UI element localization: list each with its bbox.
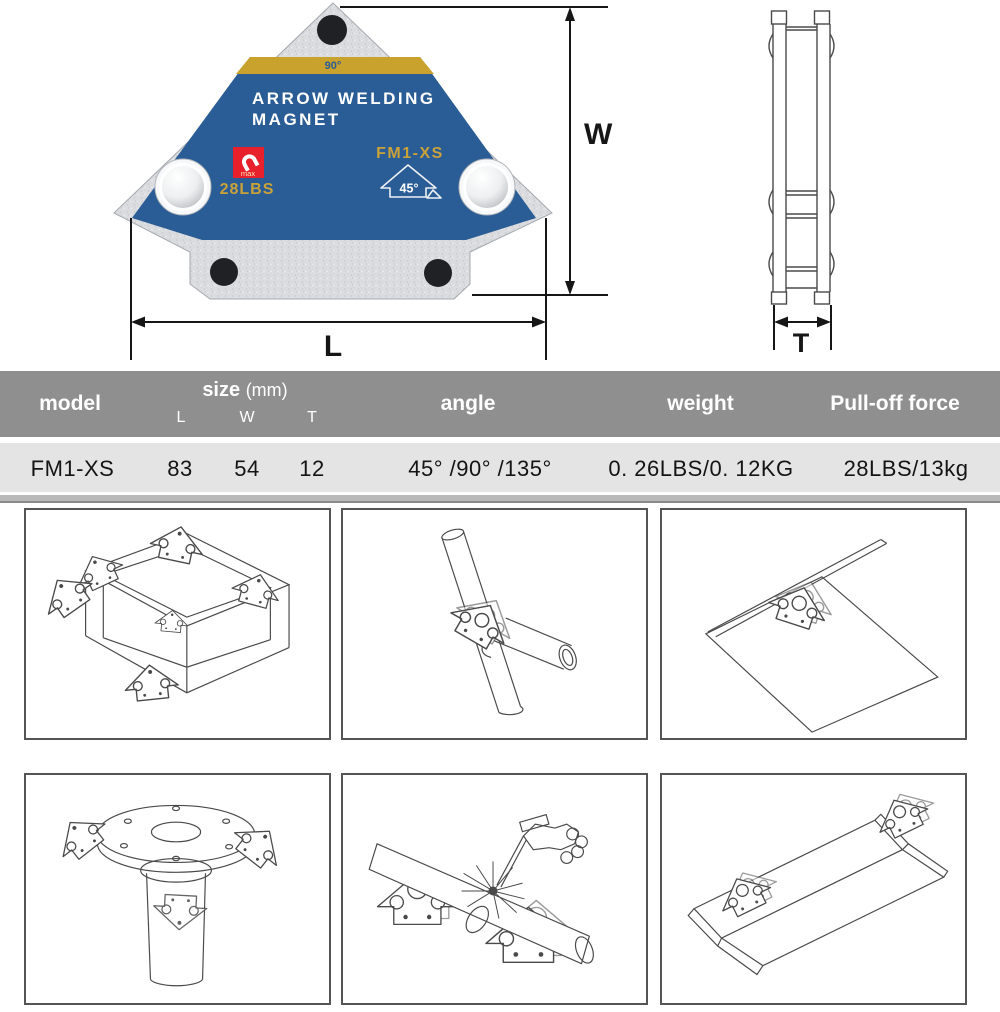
angle-45-icon: 45° [380,164,442,199]
rivet-top [317,15,347,45]
header-angle: angle [440,392,496,415]
dim-label-l: L [324,330,342,363]
header-model: model [39,392,101,415]
dim-label-w: W [584,118,613,151]
spec-table-row: FM1-XS 83 54 12 45° /90° /135° 0. 26LBS/… [0,443,1000,492]
dimension-lines [130,6,832,360]
brand-logo: max [233,147,264,178]
header-size-col-l: L [176,409,186,426]
svg-text:45°: 45° [400,182,419,196]
usage-illustration-4 [48,804,291,987]
technical-drawing: 90° ARROW WELDING MAGNET max 28LBS FM1-X… [113,2,835,363]
usage-illustration-3 [704,538,939,733]
usage-example-sheet-angle [660,508,967,740]
magnet-horseshoe-icon [241,154,260,172]
usage-example-welding [341,773,648,1005]
capacity-label: 28LBS [220,181,275,198]
header-pull-off-force: Pull-off force [830,392,960,415]
dim-label-t: T [793,328,810,358]
cell-model: FM1-XS [30,456,115,481]
magnet-side-view [768,10,835,305]
spark-burst [461,861,525,919]
usage-example-tube-joint [341,508,648,740]
cell-size-l: 83 [167,456,193,481]
header-size-col-t: T [307,409,317,426]
header-size: size (mm) [170,379,320,402]
model-label: FM1-XS [376,145,444,162]
table-bottom-divider [0,495,1000,503]
magnet-front-view: 90° ARROW WELDING MAGNET max 28LBS FM1-X… [113,2,553,300]
cell-pull-off-force: 28LBS/13kg [843,456,969,481]
mounting-hole-left [154,158,212,216]
usage-illustration-2 [441,528,577,716]
header-size-unit: (mm) [245,380,288,400]
header-size-col-w: W [239,409,255,426]
header-size-word: size [202,379,241,401]
usage-illustration-1 [34,520,291,703]
rivet-bottom-right [424,259,452,287]
cell-size-w: 54 [234,456,260,481]
product-title-line1: ARROW WELDING [252,89,436,108]
cell-size-t: 12 [299,456,325,481]
spec-table-header: model size (mm) L W T angle weight Pull-… [0,371,1000,437]
usage-example-flange-pipe [24,773,331,1005]
usage-example-box-corners [24,508,331,740]
header-weight: weight [667,392,734,415]
usage-illustration-6 [687,782,949,976]
product-title-line2: MAGNET [252,110,341,129]
usage-example-v-channel [660,773,967,1005]
logo-max-label: max [241,169,255,178]
cell-angle: 45° /90° /135° [408,456,552,481]
angle-band-gold [236,57,434,74]
rivet-bottom-left [210,258,238,286]
mounting-hole-right [458,158,516,216]
usage-illustration-5 [368,813,594,965]
band-angle-label: 90° [325,60,342,72]
magnet-face-blue [132,57,536,240]
cell-weight: 0. 26LBS/0. 12KG [608,456,794,481]
